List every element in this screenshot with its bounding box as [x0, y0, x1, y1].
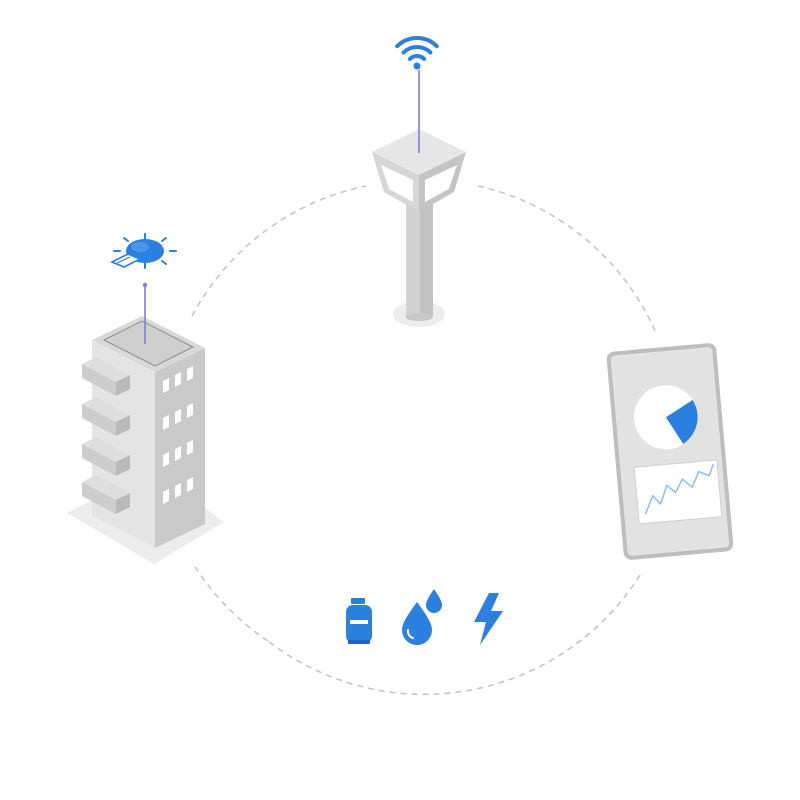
lightning-bolt-icon — [474, 593, 503, 645]
utilities — [346, 589, 503, 645]
balcony — [82, 357, 130, 396]
balcony — [82, 475, 130, 514]
building-roof-inner — [102, 320, 195, 367]
connection-ring — [191, 185, 657, 696]
tower-pole-shade — [420, 195, 433, 317]
building-antenna-tip — [142, 282, 148, 288]
balcony — [82, 397, 130, 436]
gas-cylinder-icon — [346, 598, 372, 644]
pie-chart-slice — [665, 399, 698, 444]
tower-pole-foot — [405, 313, 433, 321]
ring-arc-bottom-right — [267, 574, 641, 696]
dashboard-chart-icon — [633, 385, 723, 525]
ring-arc-bottom-left — [191, 561, 269, 642]
smart-sensor-icon — [110, 233, 177, 269]
apartment-building — [67, 233, 224, 564]
cell-tower — [372, 36, 466, 327]
line-chart-panel — [633, 459, 723, 525]
building-balconies — [82, 357, 130, 514]
building-windows — [163, 366, 193, 504]
phone-body — [606, 343, 734, 560]
mobile-phone — [606, 343, 734, 560]
ring-arc-top-left — [191, 185, 367, 317]
ring-arc-top-right — [477, 185, 657, 334]
line-chart-line — [644, 464, 714, 515]
tower-window-right — [425, 165, 457, 202]
water-drops-icon — [402, 589, 442, 645]
wifi-signal-icon — [395, 36, 439, 70]
tower-window-left — [381, 165, 413, 202]
balcony — [82, 437, 130, 476]
